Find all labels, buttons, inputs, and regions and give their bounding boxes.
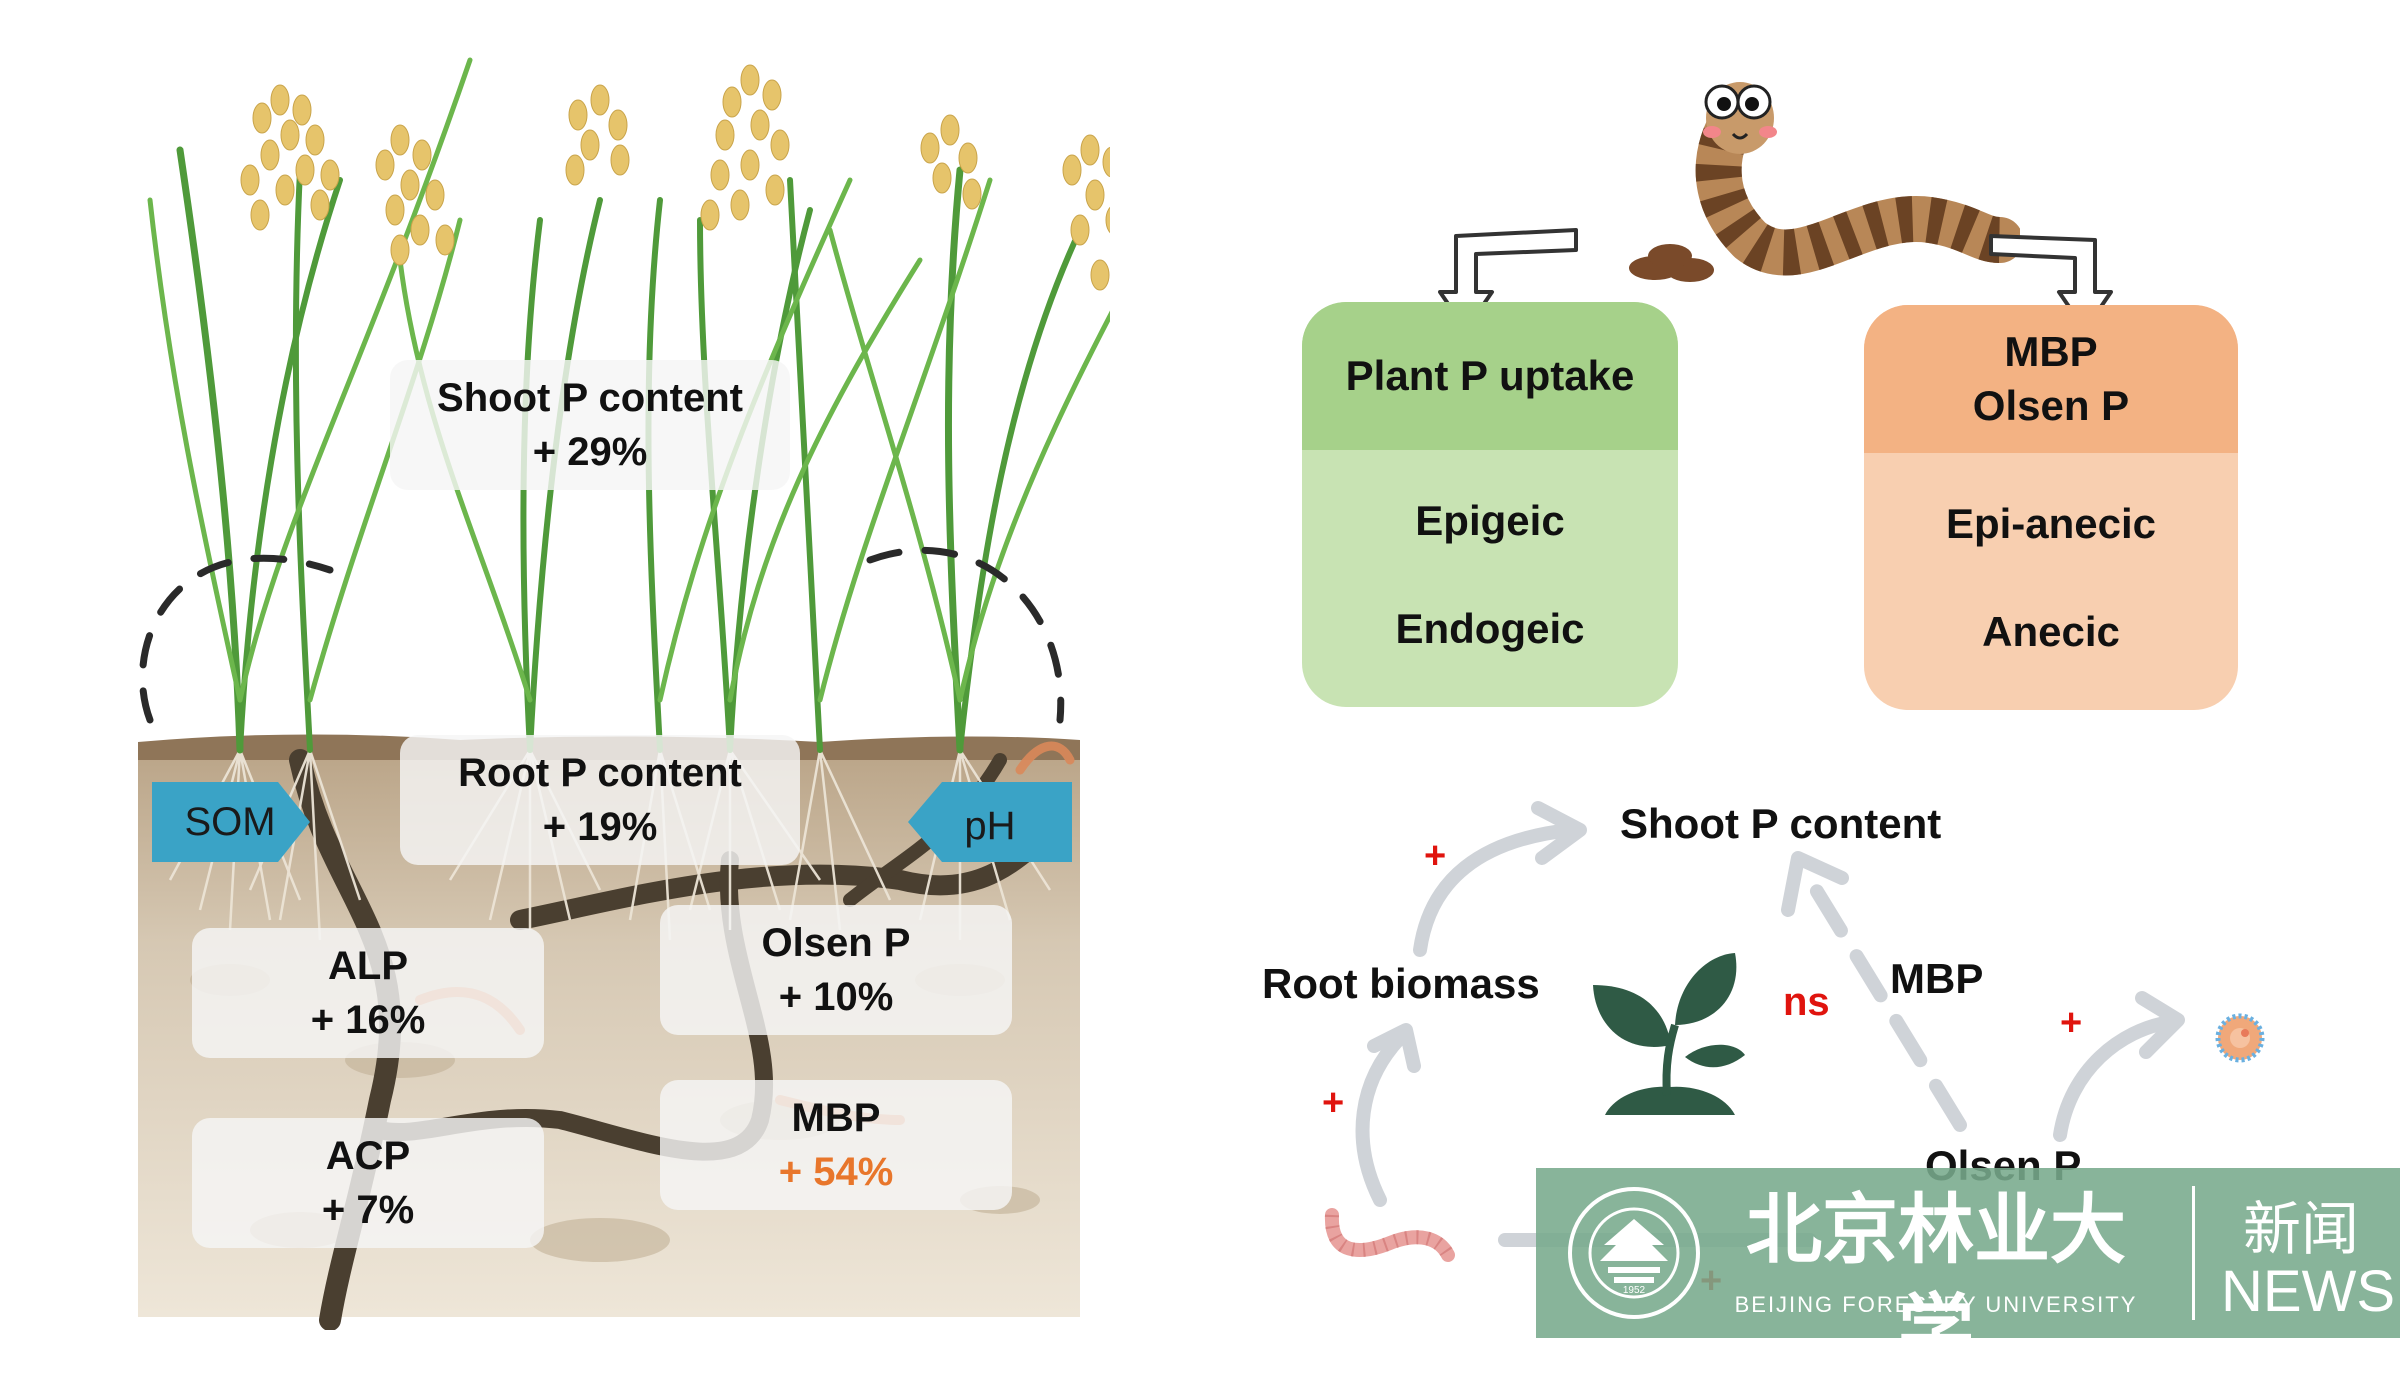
- alp-box: ALP + 16%: [192, 928, 544, 1058]
- university-english-name: BEIJING FORESTRY UNIVERSITY: [1734, 1292, 2138, 1317]
- ph-tag: pH: [964, 803, 1016, 848]
- orange-header-olsen-p: Olsen P: [1972, 382, 2130, 429]
- shoot-p-content-change: + 29%: [532, 430, 648, 474]
- anecic-label: Anecic: [1982, 608, 2120, 655]
- flow-root-biomass: Root biomass: [1262, 960, 1540, 1007]
- acp-box: ACP + 7%: [192, 1118, 544, 1248]
- alp-label: ALP: [328, 944, 408, 988]
- mbp-box: MBP + 54%: [660, 1080, 1012, 1210]
- som-tag: SOM: [184, 799, 276, 844]
- epi-anecic-label: Epi-anecic: [1945, 500, 2157, 547]
- news-english-label: NEWS: [2221, 1259, 2395, 1324]
- seal-year: 1952: [1623, 1285, 1646, 1296]
- plant-p-uptake-label: Plant P uptake: [1345, 352, 1635, 399]
- news-chinese-label: 新闻: [2242, 1195, 2359, 1263]
- shoot-p-content-label: Shoot P content: [437, 376, 743, 420]
- university-chinese-name: 北京林业大学: [1746, 1185, 2126, 1374]
- flow-ns: ns: [1783, 980, 1830, 1024]
- microbe-icon: [2215, 1013, 2265, 1063]
- dashed-arc-left: [139, 554, 334, 724]
- olsen-p-box: Olsen P + 10%: [660, 905, 1012, 1035]
- mbp-label: MBP: [791, 1096, 881, 1140]
- earthworm-icon: [1324, 1208, 1455, 1262]
- plus-sign-worm-root: +: [1322, 1082, 1345, 1124]
- acp-change: + 7%: [321, 1188, 415, 1232]
- university-seal-icon: 1952: [1568, 1187, 1700, 1319]
- banner-divider: [2192, 1186, 2195, 1320]
- olsen-p-label: Olsen P: [761, 921, 911, 965]
- root-p-content-label: Root P content: [458, 751, 742, 795]
- plus-sign-root-shoot: +: [1424, 835, 1447, 877]
- root-p-content-box: Root P content + 19%: [400, 735, 800, 865]
- flow-arrows: [1355, 801, 2185, 1247]
- diagram-stage: Shoot P content + 29% Root P content + 1…: [138, 57, 2400, 1374]
- alp-change: + 16%: [310, 998, 426, 1042]
- shoot-p-content-box: Shoot P content + 29%: [390, 360, 790, 490]
- ph-arrow-shape: [908, 782, 1072, 862]
- som-arrow-shape: [152, 782, 310, 862]
- orange-header-mbp: MBP: [2004, 328, 2098, 375]
- university-news-banner: 1952 北京林业大学 BEIJING FORESTRY UNIVERSITY …: [1536, 1168, 2400, 1374]
- orange-card-header: MBP Olsen P: [1864, 305, 2238, 453]
- mbp-change: + 54%: [778, 1150, 894, 1194]
- flow-mbp: MBP: [1890, 955, 1984, 1002]
- green-card-header: Plant P uptake: [1302, 302, 1678, 450]
- endogeic-label: Endogeic: [1395, 605, 1585, 652]
- root-p-content-change: + 19%: [542, 805, 658, 849]
- seedling-icon: [1593, 953, 1745, 1115]
- plus-sign-olsen-mbp: +: [2060, 1002, 2083, 1044]
- green-card: Plant P uptake Epigeic Endogeic: [1302, 302, 1678, 707]
- flow-shoot-p-content: Shoot P content: [1620, 800, 1942, 847]
- orange-card: MBP Olsen P Epi-anecic Anecic: [1864, 305, 2238, 710]
- acp-label: ACP: [325, 1134, 411, 1178]
- cartoon-earthworm: [1629, 82, 2020, 282]
- epigeic-label: Epigeic: [1415, 497, 1565, 544]
- olsen-p-change: + 10%: [778, 975, 894, 1019]
